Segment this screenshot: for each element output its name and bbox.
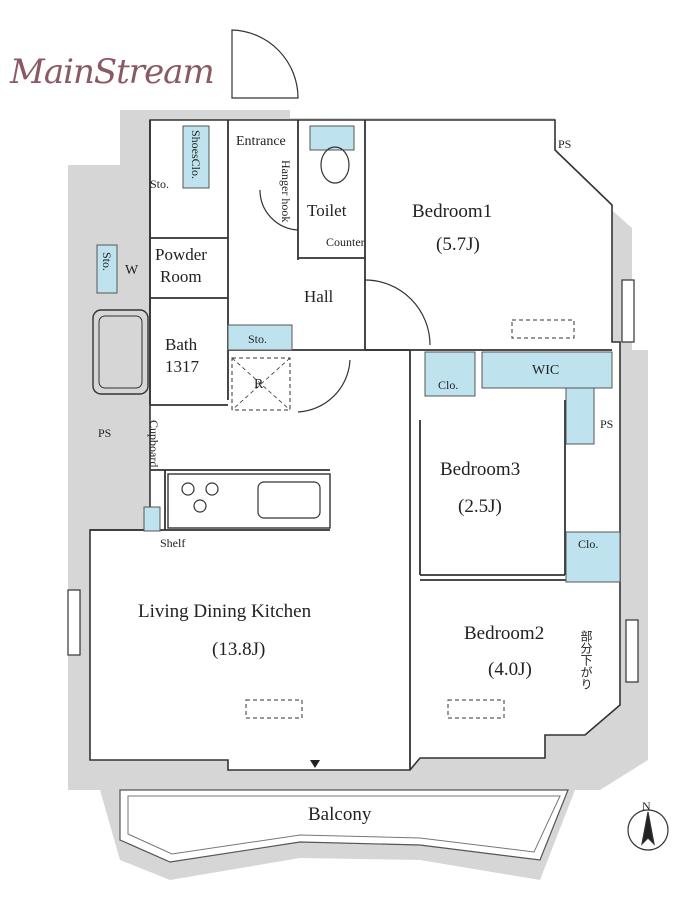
kitchen-sink: [257, 481, 321, 519]
north-compass: [627, 809, 669, 851]
counter-label: Counter: [326, 235, 365, 249]
powder-room-line2: Room: [160, 267, 202, 286]
bedroom3-size: (2.5J): [458, 496, 502, 517]
ps-left-label: PS: [98, 426, 112, 440]
brand-logo: MainStream: [10, 52, 215, 92]
bathtub-inner: [98, 315, 143, 389]
storage-hall-label: Sto.: [248, 332, 268, 346]
cupboard-label: Cupboard: [147, 420, 161, 468]
storage-powder-label: Sto.: [100, 252, 114, 272]
hanger-hook-label: Hanger hook: [279, 160, 293, 223]
ps-right-label: PS: [600, 417, 614, 431]
bedroom2-vertical-note: 部分下がり: [579, 630, 593, 690]
balcony-area: [119, 789, 569, 863]
door-swings: [231, 29, 431, 413]
toilet-bowl: [320, 146, 350, 184]
ldk-name: Living Dining Kitchen: [138, 601, 312, 622]
ps-top-right-label: PS: [558, 137, 572, 151]
dashed-markers: [245, 319, 575, 719]
bathtub: [92, 309, 149, 395]
north-label: N: [642, 799, 651, 813]
bedroom3-name: Bedroom3: [440, 459, 521, 480]
bath-size: 1317: [165, 357, 199, 376]
bath-name: Bath: [165, 335, 198, 354]
shelf-label: Shelf: [160, 536, 186, 550]
bedroom1-name: Bedroom1: [412, 201, 493, 222]
storage-left-label: Sto.: [150, 177, 170, 191]
balcony-label: Balcony: [308, 804, 372, 825]
closet-bedroom2-label: Clo.: [578, 537, 599, 551]
balcony-railing: [127, 795, 561, 855]
bedroom2-name: Bedroom2: [464, 623, 545, 644]
refrigerator-label: R: [254, 377, 264, 392]
shoes-closet-label: ShoesClo.: [189, 130, 203, 180]
washer-label: W: [125, 263, 139, 278]
powder-room-line1: Powder: [155, 245, 207, 264]
bedroom1-size: (5.7J): [436, 234, 480, 255]
wic-label: WIC: [532, 363, 560, 378]
kitchen-counter: [167, 473, 331, 529]
hall-label: Hall: [304, 287, 334, 306]
bedroom2-size: (4.0J): [488, 659, 532, 680]
entrance-label: Entrance: [236, 134, 286, 149]
toilet-label: Toilet: [307, 201, 347, 220]
interior-floor: [89, 119, 621, 771]
storage-fills: [96, 125, 621, 583]
ldk-size: (13.8J): [212, 639, 266, 660]
closet-bedroom3-label: Clo.: [438, 378, 459, 392]
windows: [67, 279, 639, 683]
living-entry-marker: [310, 760, 320, 768]
refrigerator-space: [231, 357, 291, 411]
stove-burners: [181, 482, 219, 513]
